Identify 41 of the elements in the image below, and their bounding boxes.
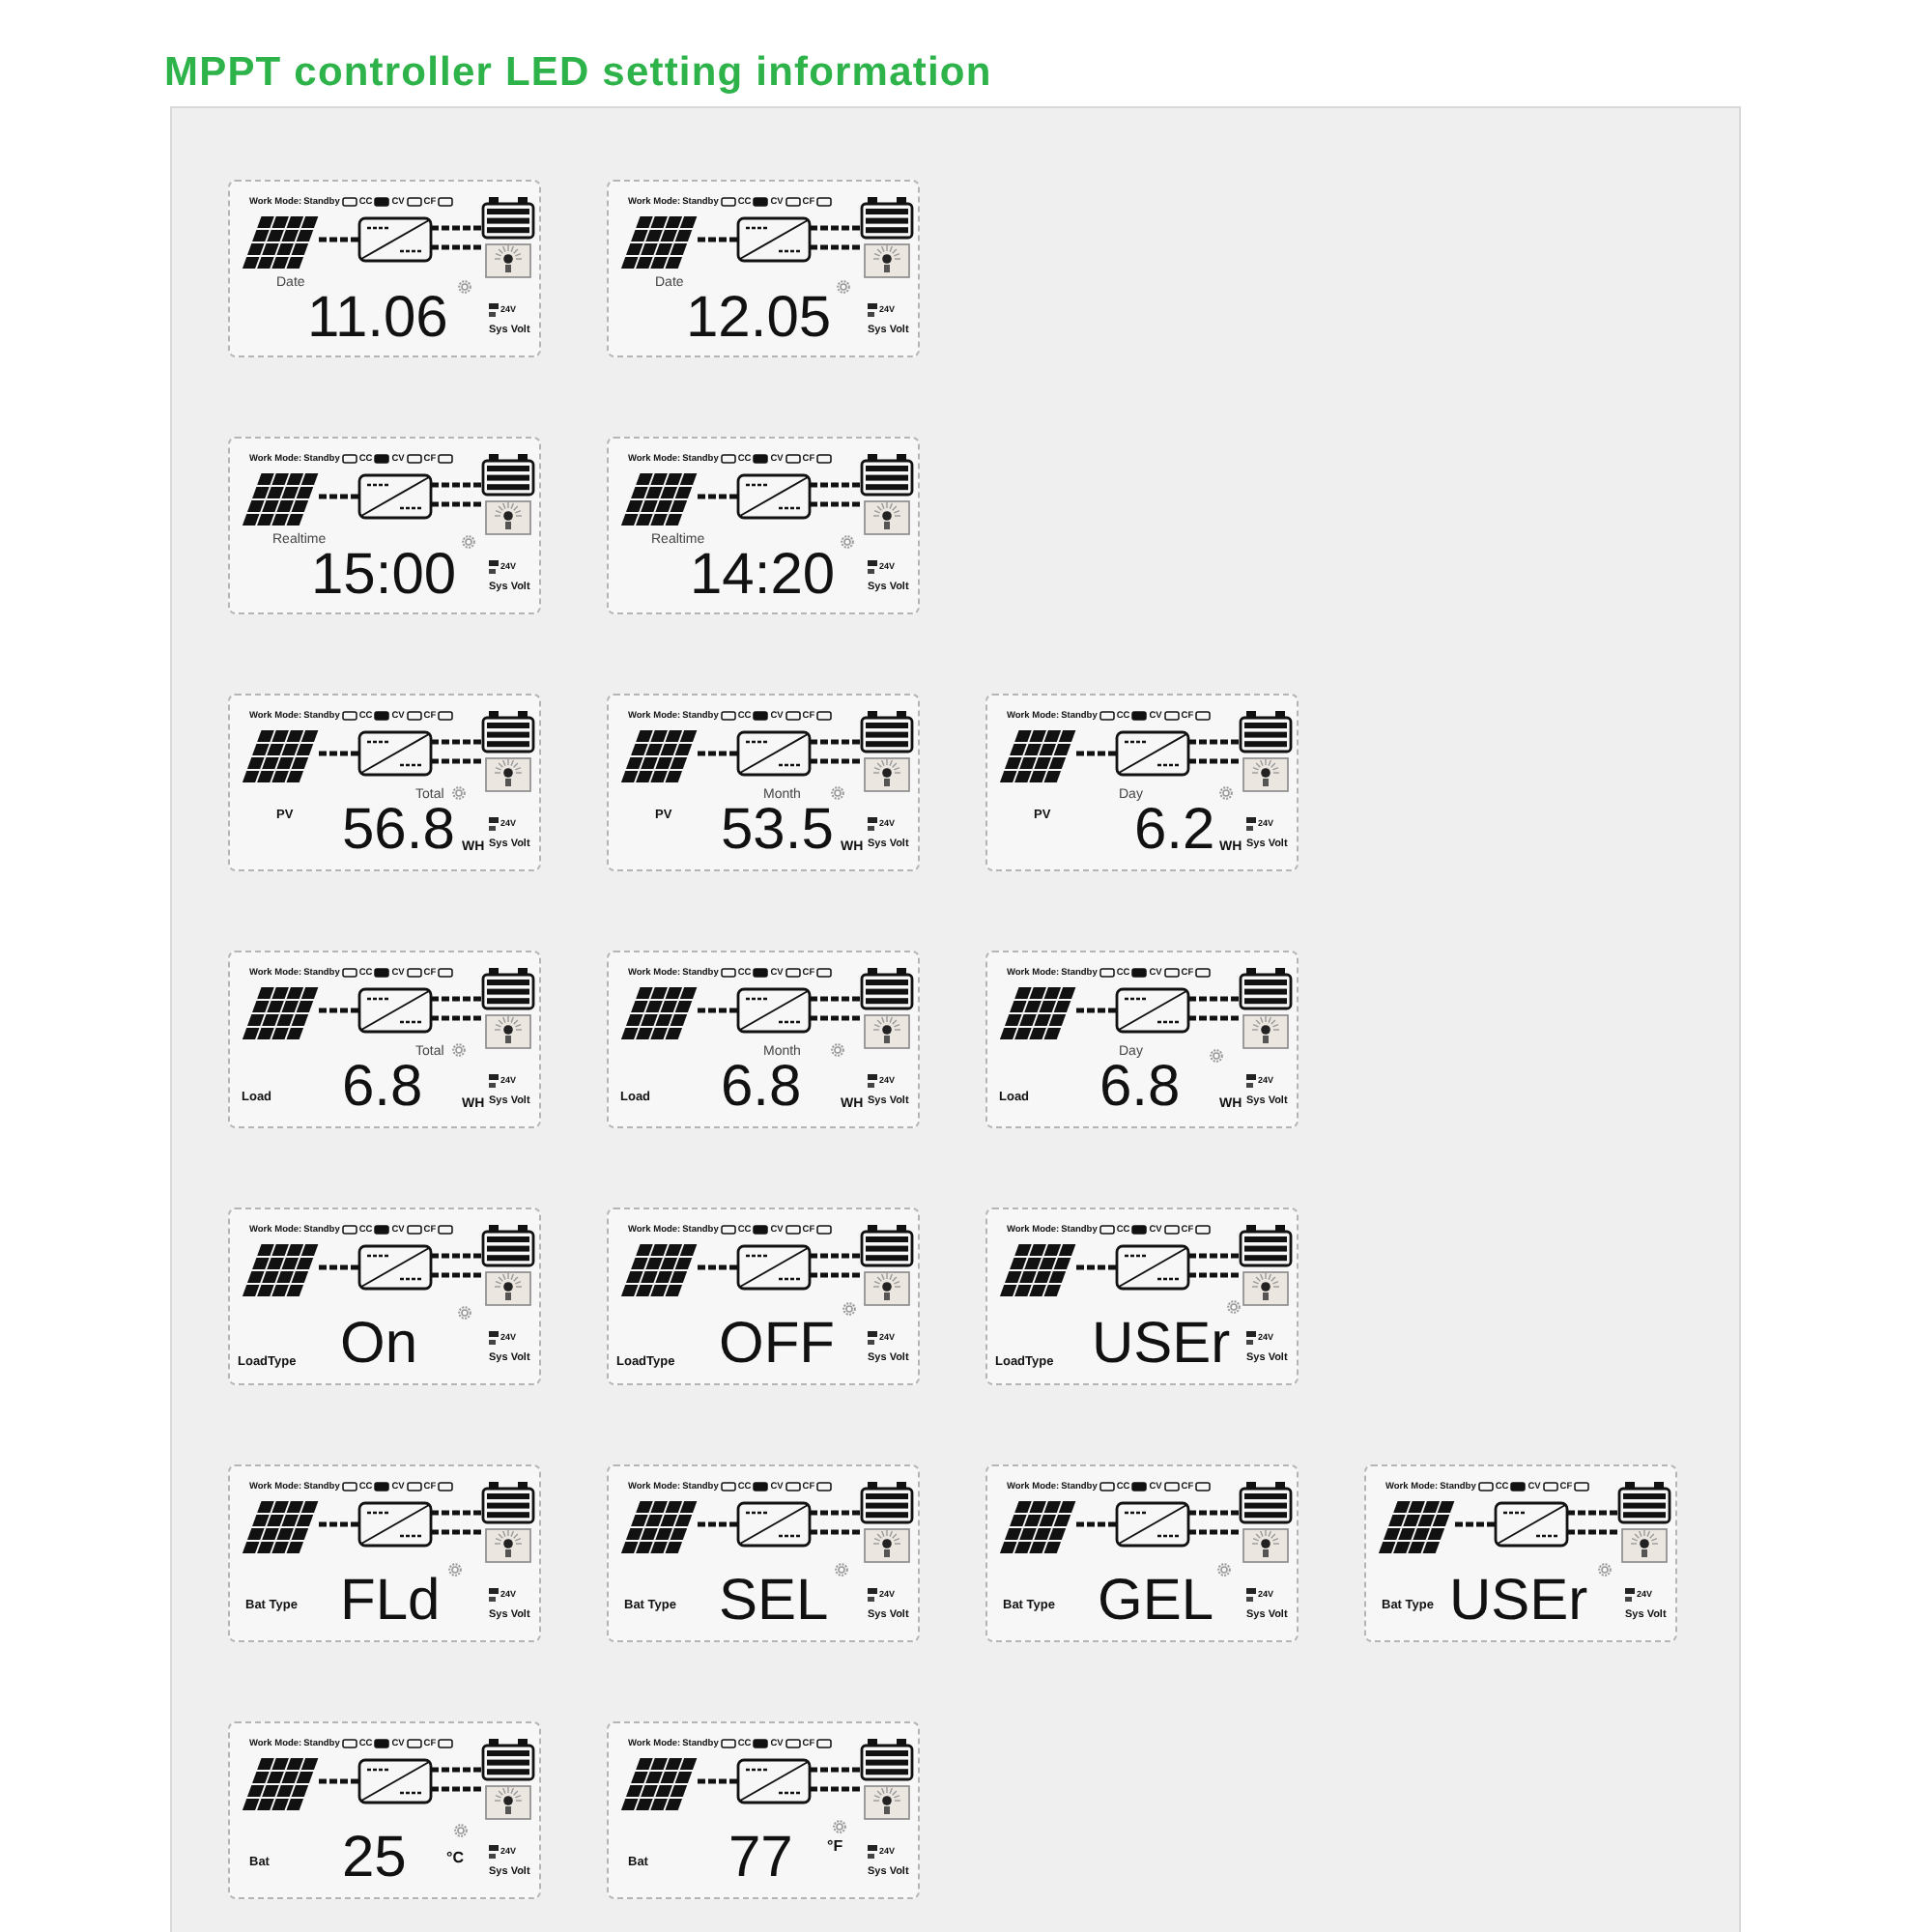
lcd-panel	[228, 180, 541, 357]
lcd-panel	[985, 694, 1299, 871]
diagram-title: MPPT controller LED setting information	[164, 50, 992, 96]
lcd-panel	[607, 1721, 920, 1899]
lcd-panel	[1364, 1464, 1677, 1642]
lcd-readout: 15:00	[311, 547, 457, 605]
lcd-readout: USEr	[1092, 1316, 1231, 1374]
lcd-readout: 6.8	[1099, 1059, 1181, 1117]
lcd-panel	[228, 951, 541, 1128]
lcd-panel	[985, 1208, 1299, 1385]
lcd-panel	[228, 437, 541, 614]
lcd-panel	[607, 1464, 920, 1642]
lcd-panel	[985, 951, 1299, 1128]
lcd-readout: 6.2	[1134, 802, 1215, 860]
lcd-readout: On	[340, 1316, 418, 1374]
unit-label: °F	[827, 1839, 843, 1855]
lcd-panel	[228, 1721, 541, 1899]
lcd-readout: 25	[342, 1830, 407, 1888]
lcd-readout: 14:20	[690, 547, 836, 605]
lcd-readout: GEL	[1098, 1573, 1214, 1631]
lcd-readout: USEr	[1449, 1573, 1588, 1631]
lcd-panel	[228, 694, 541, 871]
lcd-readout: 6.8	[342, 1059, 423, 1117]
lcd-panel	[607, 951, 920, 1128]
lcd-readout: OFF	[719, 1316, 835, 1374]
lcd-panel	[607, 180, 920, 357]
lcd-panel	[985, 1464, 1299, 1642]
lcd-readout: 77	[728, 1830, 793, 1888]
lcd-readout: FLd	[340, 1573, 441, 1631]
lcd-readout: 12.05	[686, 290, 832, 348]
lcd-readout: 53.5	[721, 802, 834, 860]
lcd-panel	[607, 437, 920, 614]
lcd-readout: SEL	[719, 1573, 829, 1631]
lcd-readout: 11.06	[307, 290, 448, 348]
lcd-readout: 56.8	[342, 802, 455, 860]
unit-label: °C	[446, 1851, 464, 1866]
lcd-panel	[607, 1208, 920, 1385]
lcd-panel	[228, 1208, 541, 1385]
lcd-panel	[228, 1464, 541, 1642]
lcd-panel	[607, 694, 920, 871]
lcd-readout: 6.8	[721, 1059, 802, 1117]
